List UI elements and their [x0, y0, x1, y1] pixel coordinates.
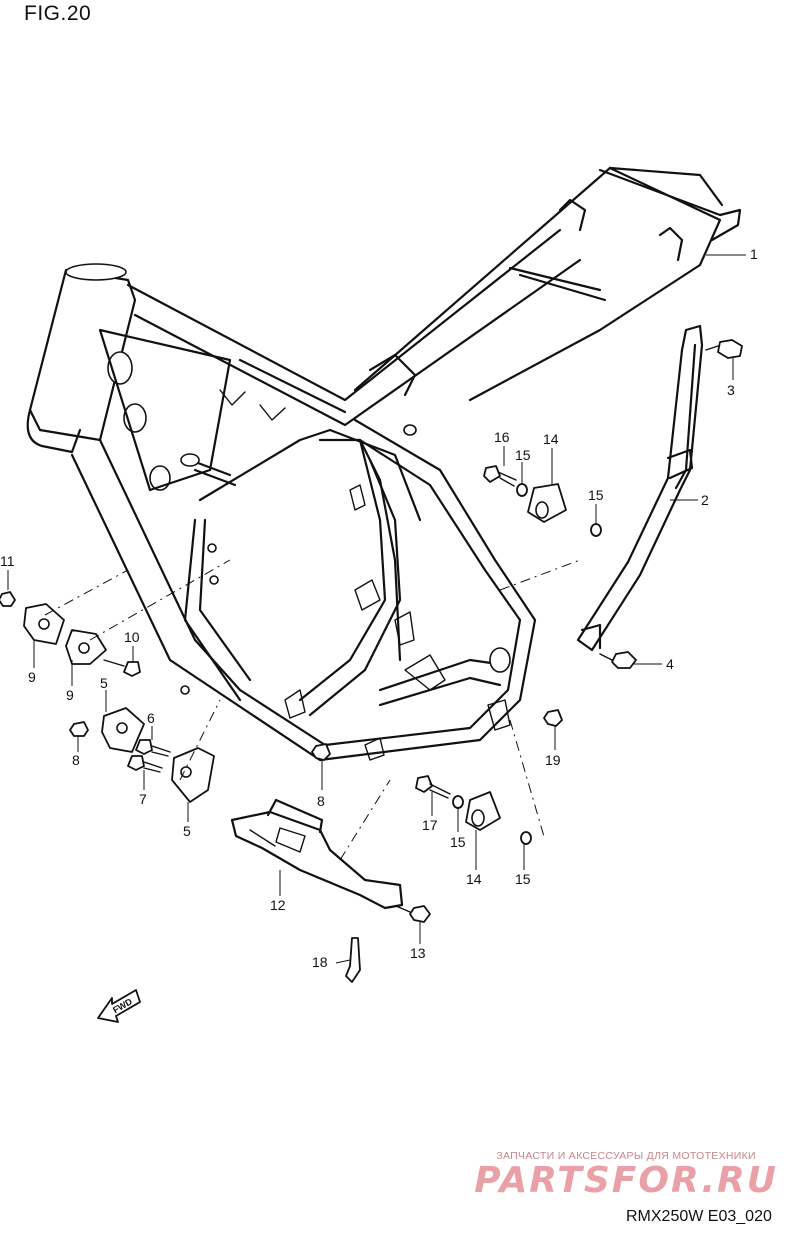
part-6-bolt [135, 739, 171, 757]
callout-15-lower-label: 15 [450, 834, 466, 850]
part-11-nut [0, 591, 16, 607]
part-10-bolt [103, 659, 141, 677]
callout-13-label: 13 [410, 945, 426, 961]
alignment-lines [44, 559, 581, 861]
callout-11-label: 11 [0, 553, 15, 569]
watermark-caption: ЗАПЧАСТИ И АКСЕССУАРЫ ДЛЯ МОТОТЕХНИКИ [496, 1150, 756, 1162]
part-4-bolt [599, 651, 637, 669]
callout-9-lower-label: 9 [66, 687, 74, 703]
callout-18-label: 18 [312, 954, 328, 970]
part-14-cushion-lower [465, 791, 501, 831]
part-3-bolt [705, 339, 743, 359]
skid-plate [230, 798, 404, 910]
part-19-nut [543, 709, 563, 727]
watermark-logo: PARTSFOR.RU [474, 1160, 778, 1201]
part-8-nut-left [69, 721, 89, 737]
callout-10-label: 10 [124, 629, 140, 645]
part-15-washer-lower [452, 795, 464, 809]
part-5-bracket-lower [171, 747, 215, 803]
callout-8-center-label: 8 [317, 793, 325, 809]
diagram-code: RMX250W E03_020 [626, 1208, 772, 1225]
rear-frame-rail [576, 324, 704, 652]
callout-3-label: 3 [727, 382, 735, 398]
part-15-washer-far [520, 831, 532, 845]
callout-labels: 1 [750, 246, 758, 262]
callout-5-lower-label: 5 [183, 823, 191, 839]
callout-8-left-label: 8 [72, 752, 80, 768]
callout-15-upper-label: 15 [515, 447, 531, 463]
leader-lines [7, 254, 746, 964]
callout-14-upper-label: 14 [543, 431, 559, 447]
callout-7-label: 7 [139, 791, 147, 807]
callout-17-label: 17 [422, 817, 438, 833]
part-13-bolt [395, 905, 431, 923]
callout-15-far-label: 15 [515, 871, 531, 887]
callout-14-lower-label: 14 [466, 871, 482, 887]
callout-5-upper-label: 5 [100, 675, 108, 691]
callout-4-label: 4 [666, 656, 674, 672]
part-8-nut-center [311, 743, 331, 761]
part-14-cushion-upper [527, 483, 567, 523]
callouts: 2 3 4 5 5 6 7 8 8 9 9 10 11 12 13 14 14 … [0, 382, 735, 970]
part-18-clamp [345, 937, 361, 983]
watermark: ЗАПЧАСТИ И АКСЕССУАРЫ ДЛЯ МОТОТЕХНИКИ PA… [474, 1150, 778, 1200]
figure-title: FIG.20 [24, 2, 92, 25]
callout-6-label: 6 [147, 710, 155, 726]
callout-9-upper-label: 9 [28, 669, 36, 685]
part-15-washer-upper [516, 483, 528, 497]
fwd-arrow-icon: FWD [97, 989, 141, 1023]
part-7-bolt [127, 755, 163, 773]
main-frame [26, 166, 742, 762]
callout-16-label: 16 [494, 429, 510, 445]
callout-1: 1 [750, 246, 758, 262]
part-15-washer-right [590, 523, 602, 537]
part-17-bolt [415, 775, 451, 799]
part-16-bolt [483, 465, 517, 487]
callout-19-label: 19 [545, 752, 561, 768]
callout-15-right-label: 15 [588, 487, 604, 503]
callout-12-label: 12 [270, 897, 286, 913]
callout-2-label: 2 [701, 492, 709, 508]
